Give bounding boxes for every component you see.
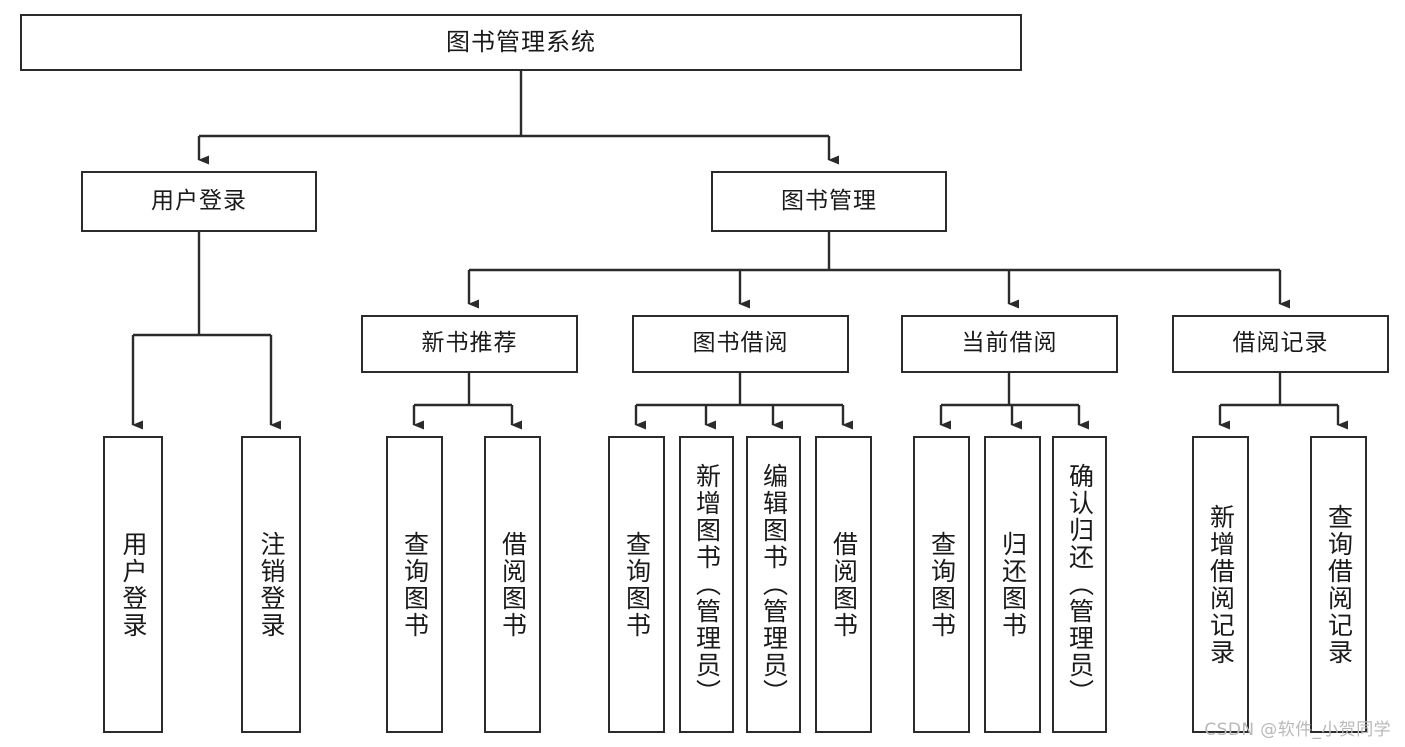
edge-book-borrow-to-leaves [634, 373, 853, 430]
node-leaf-add-book-admin[interactable]: 新增图书（管理员） [679, 436, 734, 733]
node-leaf-add-borrow-record-label: 新增借阅记录 [1206, 503, 1236, 666]
node-root-label: 图书管理系统 [446, 28, 596, 57]
node-current-borrow[interactable]: 当前借阅 [901, 315, 1118, 373]
node-leaf-confirm-return-admin[interactable]: 确认归还（管理员） [1052, 436, 1107, 733]
node-leaf-edit-book-admin[interactable]: 编辑图书（管理员） [746, 436, 801, 733]
node-leaf-add-borrow-record[interactable]: 新增借阅记录 [1192, 436, 1249, 733]
node-leaf-query-book-current-label: 查询图书 [927, 530, 957, 639]
node-new-book-recommend[interactable]: 新书推荐 [361, 315, 578, 373]
node-leaf-borrow-book-rec[interactable]: 借阅图书 [484, 436, 541, 733]
node-new-book-recommend-label: 新书推荐 [421, 330, 518, 357]
edge-borrow-record-to-leaves [1218, 373, 1348, 430]
node-leaf-query-book-current[interactable]: 查询图书 [913, 436, 970, 733]
node-book-manage[interactable]: 图书管理 [711, 171, 947, 232]
node-leaf-user-logout-label: 注销登录 [257, 530, 286, 639]
node-leaf-edit-book-admin-label: 编辑图书（管理员） [759, 463, 789, 706]
node-leaf-user-login-label: 用户登录 [119, 530, 148, 639]
node-leaf-query-borrow-record[interactable]: 查询借阅记录 [1310, 436, 1367, 733]
node-leaf-query-book-borrow[interactable]: 查询图书 [608, 436, 665, 733]
node-book-borrow[interactable]: 图书借阅 [632, 315, 849, 373]
node-leaf-query-borrow-record-label: 查询借阅记录 [1324, 503, 1354, 666]
edge-root-to-level2 [197, 71, 839, 165]
node-root[interactable]: 图书管理系统 [20, 14, 1022, 71]
node-book-manage-label: 图书管理 [781, 187, 877, 214]
node-leaf-user-login[interactable]: 用户登录 [103, 436, 163, 733]
csdn-watermark: CSDN @软件_小贺同学 [1204, 720, 1391, 740]
node-leaf-add-book-admin-label: 新增图书（管理员） [692, 463, 722, 706]
node-leaf-query-book-borrow-label: 查询图书 [622, 530, 652, 639]
node-leaf-borrow-book-rec-label: 借阅图书 [498, 530, 528, 639]
node-user-login-label: 用户登录 [151, 187, 247, 214]
node-leaf-query-book-rec[interactable]: 查询图书 [386, 436, 443, 733]
node-current-borrow-label: 当前借阅 [961, 330, 1058, 357]
node-user-login[interactable]: 用户登录 [81, 171, 317, 232]
edge-current-borrow-to-leaves [939, 373, 1089, 430]
node-leaf-query-book-rec-label: 查询图书 [400, 530, 430, 639]
edge-new-book-recommend-to-leaves [412, 373, 522, 430]
node-leaf-borrow-book-borrow[interactable]: 借阅图书 [815, 436, 872, 733]
node-leaf-return-book-label: 归还图书 [998, 530, 1028, 639]
node-leaf-borrow-book-borrow-label: 借阅图书 [829, 530, 859, 639]
edge-book-manage-to-level3 [467, 232, 1290, 309]
edge-user-login-to-leaves [131, 232, 281, 430]
node-leaf-confirm-return-admin-label: 确认归还（管理员） [1065, 463, 1095, 706]
node-borrow-record[interactable]: 借阅记录 [1172, 315, 1389, 373]
node-leaf-return-book[interactable]: 归还图书 [984, 436, 1041, 733]
node-book-borrow-label: 图书借阅 [692, 330, 789, 357]
node-leaf-user-logout[interactable]: 注销登录 [241, 436, 301, 733]
node-borrow-record-label: 借阅记录 [1232, 330, 1329, 357]
